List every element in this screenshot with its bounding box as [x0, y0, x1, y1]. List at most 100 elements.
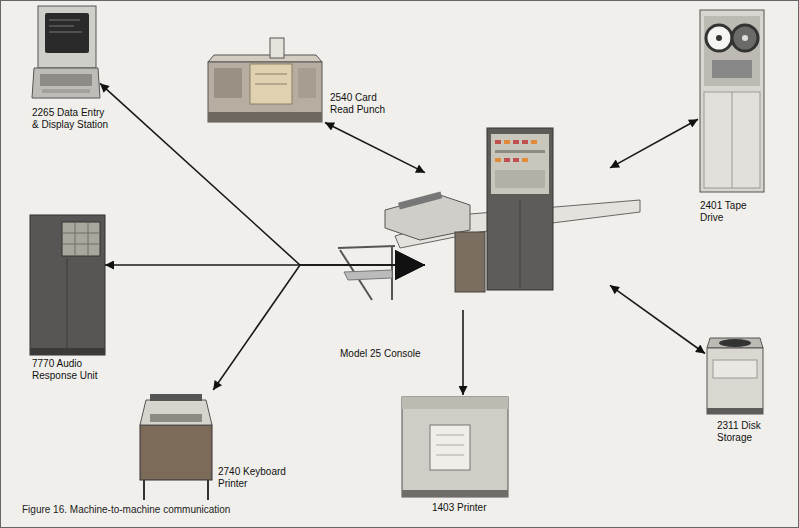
line-printer-drawing [402, 397, 508, 409]
keyboard-printer-drawing [143, 480, 145, 500]
card-punch-drawing [214, 68, 242, 98]
connector-arrow [462, 310, 464, 395]
audio-unit-drawing [30, 348, 105, 355]
device-label: 2401 Tape Drive [700, 200, 750, 224]
line-printer-drawing [402, 490, 508, 497]
console-drawing [455, 232, 485, 292]
tape-drive-drawing [704, 16, 760, 86]
audio-unit-drawing [62, 222, 100, 256]
line-printer-drawing [402, 397, 508, 497]
connector-arrow [610, 285, 705, 353]
terminal-drawing [40, 74, 92, 86]
console-drawing [522, 158, 528, 162]
device-label: 2265 Data Entry & Display Station [32, 107, 112, 131]
console-drawing [398, 191, 442, 209]
console-drawing [338, 128, 640, 300]
connector-group [100, 83, 705, 395]
card-punch-drawing [208, 55, 322, 62]
tape-drive-drawing [700, 10, 764, 192]
console-drawing [344, 270, 392, 280]
line-printer-drawing [436, 445, 464, 446]
console-drawing [491, 134, 549, 194]
console-drawing [495, 150, 545, 153]
console-drawing [338, 246, 395, 248]
console-drawing [522, 140, 528, 144]
console-drawing [495, 170, 545, 188]
device-node: 7770 Audio Response Unit [30, 215, 105, 355]
tape-drive-drawing [732, 92, 733, 188]
device-label: 2740 Keyboard Printer [218, 466, 290, 490]
console-drawing [531, 140, 537, 144]
figure-caption: Figure 16. Machine-to-machine communicat… [22, 504, 230, 516]
tape-drive-drawing [732, 25, 758, 51]
console-drawing [487, 128, 553, 290]
device-node: 2311 Disk Storage [705, 335, 765, 415]
card-punch-drawing [208, 38, 322, 122]
disk-drawing [707, 338, 763, 348]
card-punch-drawing [208, 112, 322, 122]
terminal-drawing [32, 68, 100, 98]
device-node: 2740 Keyboard Printer [135, 390, 215, 500]
audio-unit-drawing [75, 222, 76, 256]
audio-unit-drawing [30, 215, 105, 355]
card-punch-drawing [270, 38, 284, 58]
disk-drawing [707, 338, 763, 414]
device-label: 2540 Card Read Punch [330, 92, 390, 116]
disk-drawing [707, 408, 763, 414]
disk-drawing [713, 360, 757, 378]
keyboard-printer-drawing [150, 414, 202, 422]
card-punch-drawing [255, 74, 287, 75]
line-printer-drawing [430, 425, 470, 470]
connector-arrow [100, 83, 425, 265]
device-label: 7770 Audio Response Unit [32, 358, 102, 382]
connector-arrow [610, 119, 698, 168]
device-label: Model 25 Console [340, 348, 421, 360]
keyboard-printer-drawing [150, 394, 202, 401]
connector-arrow [213, 265, 425, 390]
device-label: 2311 Disk Storage [717, 420, 777, 444]
disk-drawing [719, 339, 751, 347]
tape-drive-drawing [712, 60, 752, 78]
console-drawing [495, 158, 501, 162]
audio-unit-drawing [62, 233, 100, 234]
terminal-drawing [42, 89, 90, 93]
line-printer-drawing [436, 455, 464, 456]
console-drawing [504, 158, 510, 162]
device-node: 1403 Printer [400, 395, 510, 500]
terminal-drawing [38, 6, 96, 68]
console-drawing [513, 140, 519, 144]
tape-drive-drawing [700, 10, 764, 192]
audio-unit-drawing [67, 258, 68, 348]
console-drawing [504, 140, 510, 144]
console-drawing [495, 140, 501, 144]
audio-unit-drawing [88, 222, 89, 256]
device-node: 2540 Card Read Punch [205, 38, 325, 126]
line-printer-drawing [402, 397, 508, 497]
terminal-drawing [49, 26, 74, 27]
line-printer-drawing [436, 435, 464, 436]
audio-unit-drawing [30, 215, 105, 355]
tape-drive-drawing [706, 25, 732, 51]
terminal-drawing [32, 6, 100, 98]
tape-drive-drawing [704, 92, 760, 188]
card-punch-drawing [250, 64, 292, 104]
device-node: 2401 Tape Drive [698, 8, 766, 193]
device-node: Model 25 Console [425, 128, 610, 310]
keyboard-printer-drawing [140, 400, 212, 425]
card-punch-drawing [298, 68, 316, 98]
console-drawing [513, 158, 519, 162]
card-punch-drawing [208, 62, 322, 122]
terminal-drawing [45, 13, 89, 53]
connector-arrow [325, 123, 425, 173]
keyboard-printer-drawing [140, 394, 212, 500]
tape-drive-drawing [742, 35, 748, 41]
keyboard-printer-drawing [140, 425, 212, 480]
terminal-drawing [49, 20, 80, 21]
disk-drawing [707, 348, 763, 414]
card-punch-drawing [255, 84, 287, 85]
